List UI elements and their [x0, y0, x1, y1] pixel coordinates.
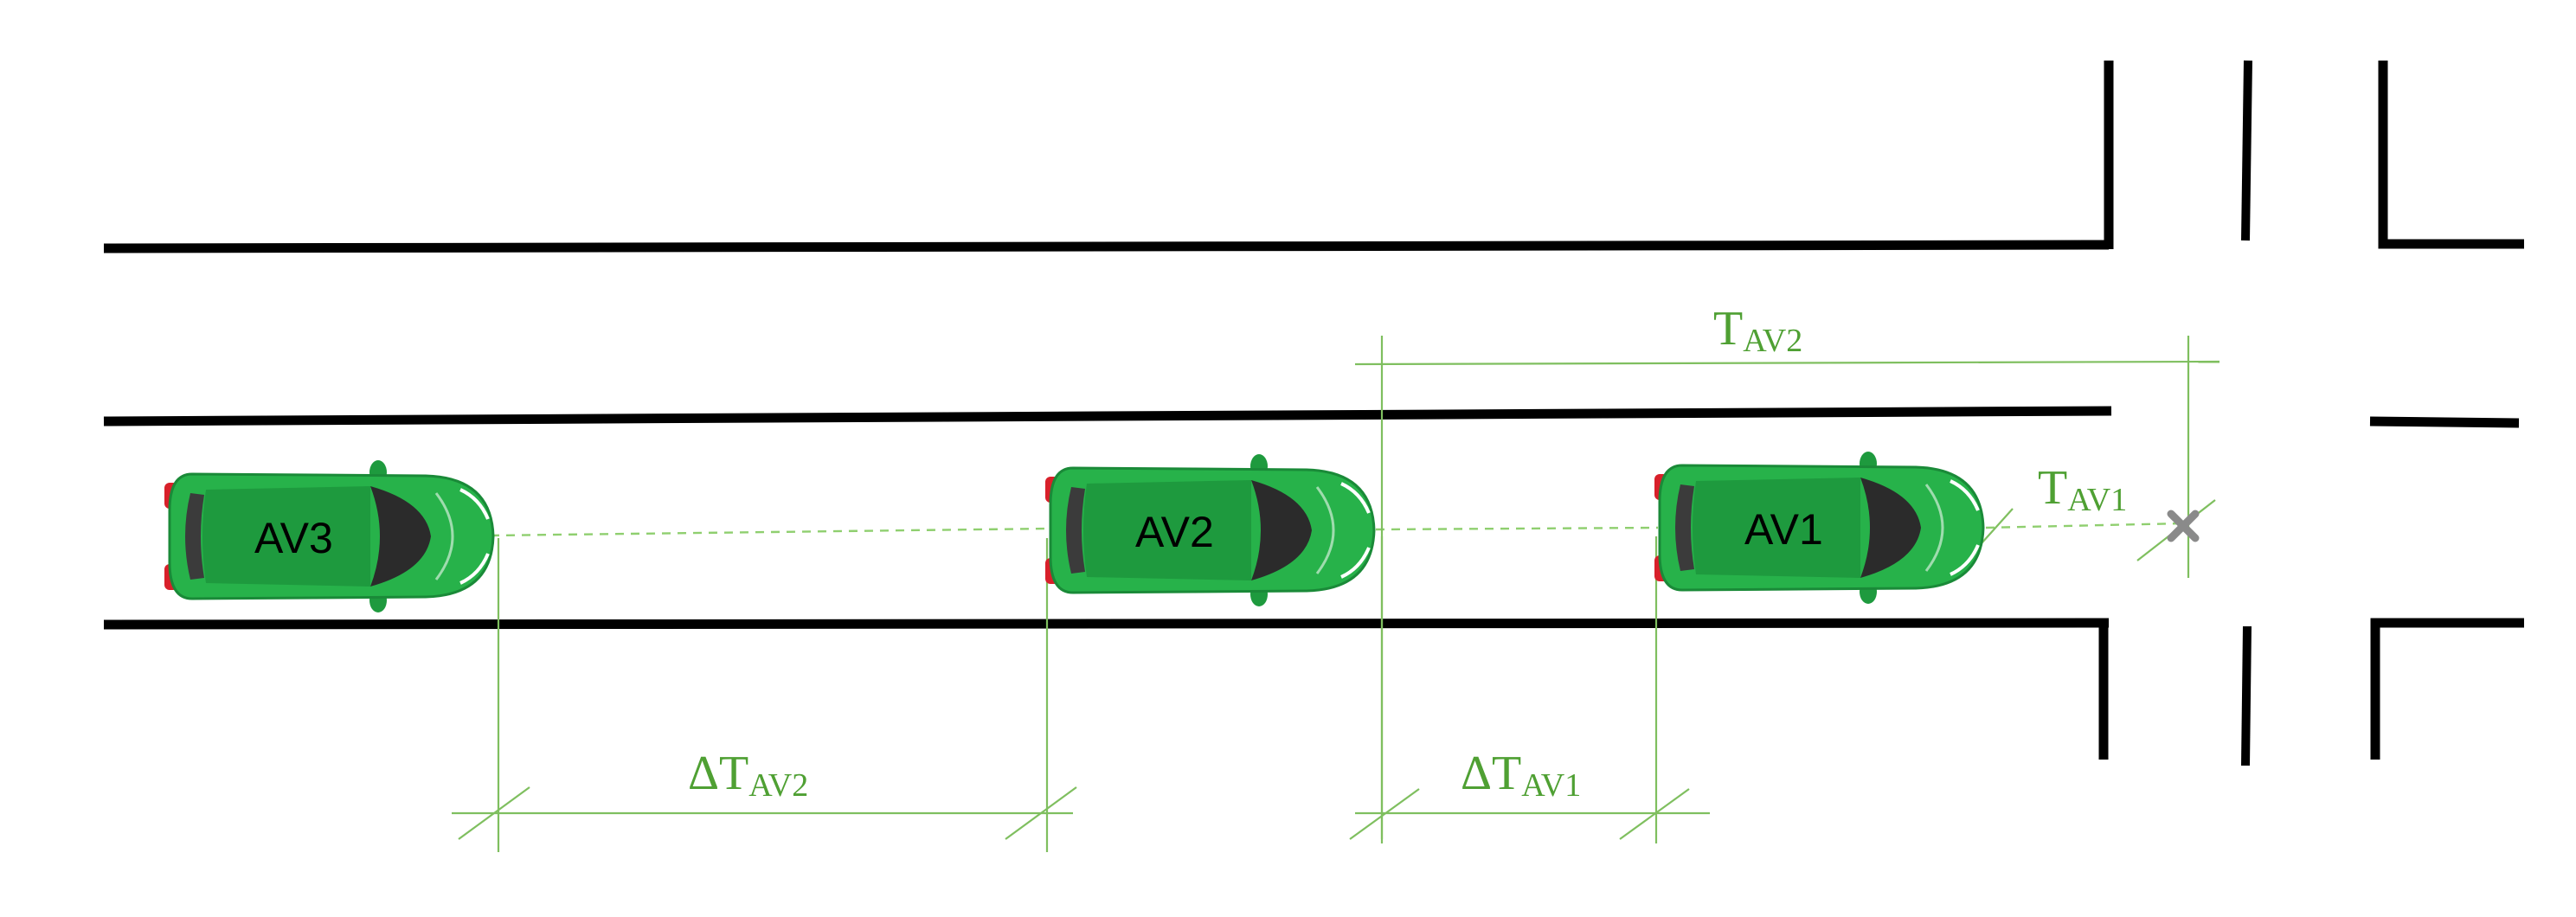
dimension-lines: [452, 336, 2220, 852]
road-edge-bottom: [103, 618, 2110, 630]
crossroad-far-lane-divider: [2369, 416, 2520, 428]
trajectory-lines: [490, 522, 2183, 537]
x-mark-stroke-b: [2167, 510, 2200, 542]
road-markings: [103, 60, 2524, 766]
crossroad-far-edge-bottom: [2370, 618, 2524, 760]
vehicle-av1: AV1: [1653, 450, 1985, 606]
label-delta-t-av1: ΔTAV1: [1461, 747, 1581, 804]
label-main: ΔT: [688, 747, 748, 800]
crossroad-median-top: [2241, 60, 2252, 241]
vehicle-label: AV3: [254, 514, 333, 562]
lane-divider: [103, 406, 2112, 426]
vehicle-label: AV1: [1744, 505, 1823, 554]
t-av1-tick-left: [1981, 508, 2014, 544]
vehicle-av2: AV2: [1044, 452, 1376, 608]
delta-t-av1-tick-right: [1619, 788, 1690, 840]
label-subscript: AV1: [2067, 482, 2127, 518]
crossroad-far-edge-top: [2378, 61, 2524, 249]
x-mark-icon: [2167, 510, 2200, 542]
trajectory-av1-conflict: [1985, 522, 2183, 529]
label-main: ΔT: [1461, 747, 1521, 800]
t-av2-dimension-line: [1354, 360, 2220, 366]
label-main: T: [2038, 461, 2067, 515]
crossroad-median-bottom: [2241, 625, 2252, 766]
label-subscript: AV1: [1521, 767, 1581, 804]
label-delta-t-av2: ΔTAV2: [688, 747, 808, 804]
vehicle-label: AV2: [1135, 508, 1214, 556]
label-t-av2: TAV2: [1713, 302, 1802, 359]
vehicle-av3: AV3: [163, 458, 495, 614]
label-t-av1: TAV1: [2038, 461, 2127, 518]
label-subscript: AV2: [1743, 323, 1802, 359]
label-subscript: AV2: [748, 767, 808, 804]
delta-t-av2-tick-right: [1005, 786, 1077, 840]
label-main: T: [1713, 302, 1743, 356]
trajectory-av3-av2: [490, 527, 1050, 537]
delta-t-av2-tick-left: [458, 786, 530, 840]
trajectory-av2-av1: [1375, 526, 1659, 531]
road-edge-top: [103, 240, 2110, 253]
delta-t-av1-tick-left: [1349, 788, 1420, 840]
